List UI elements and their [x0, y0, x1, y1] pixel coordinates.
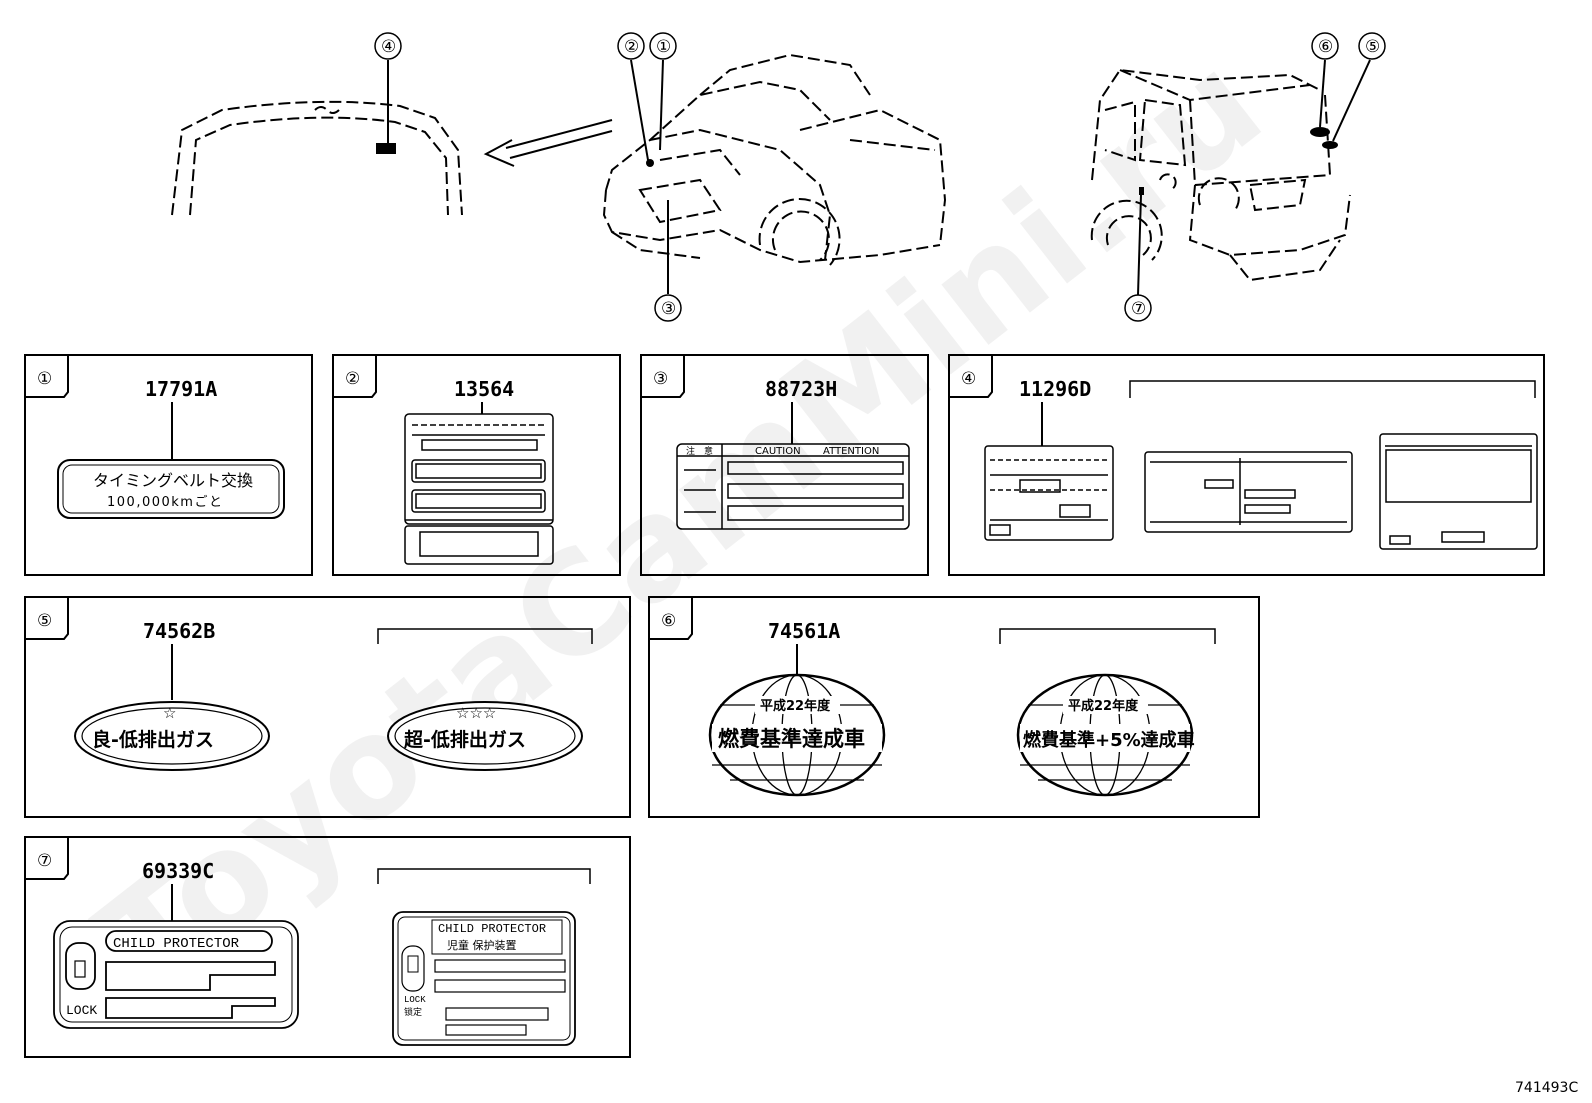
panel-3-part-number: 88723H — [765, 377, 837, 401]
rear-label-marker-5 — [1322, 141, 1338, 149]
panel-2-part-number: 13564 — [454, 377, 514, 401]
low-emission-label-a — [74, 701, 270, 771]
panel-7: ⑦ 69339C CHILD PROTECTOR LOCK CHILD PROT — [24, 836, 631, 1058]
child-protector-label-b-subtitle: 児童 保护装置 — [447, 938, 517, 952]
panel-1-index: ① — [37, 369, 52, 389]
variant-bracket-7 — [377, 868, 591, 884]
low-emission-label-b-stars: ☆☆☆ — [456, 704, 496, 722]
child-protector-label-b — [392, 911, 576, 1046]
drawing-id: 741493C — [1515, 1080, 1578, 1096]
timing-belt-label — [57, 459, 285, 519]
panel-7-index: ⑦ — [37, 851, 52, 871]
callout-7-top: ⑦ — [1131, 299, 1146, 319]
timing-belt-label-line2: 100,000kmごと — [107, 494, 223, 510]
low-emission-label-a-text: 良-低排出ガス — [92, 728, 214, 751]
front-car-illustration — [602, 53, 947, 266]
child-protector-label-a-title: CHILD PROTECTOR — [113, 936, 240, 952]
panel-4: ④ 11296D — [948, 354, 1545, 576]
variant-bracket-4 — [1129, 380, 1536, 398]
fuel-economy-label-a-year: 平成22年度 — [760, 698, 831, 714]
child-protector-label-a — [53, 920, 299, 1029]
hood-underside-illustration — [171, 100, 463, 216]
panel-5-index: ⑤ — [37, 611, 52, 631]
door-label-marker-7 — [1139, 187, 1144, 195]
child-protector-label-b-title: CHILD PROTECTOR — [438, 922, 546, 936]
callout-4-top: ④ — [381, 37, 396, 57]
timing-belt-label-line1: タイミングベルト交換 — [93, 471, 253, 490]
fuel-economy-label-b-text: 燃費基準+5%達成車 — [1023, 729, 1195, 751]
maintenance-label-c — [1379, 433, 1538, 550]
engine-emission-label — [404, 413, 554, 565]
low-emission-label-a-stars: ☆ — [163, 704, 176, 722]
panel-4-index: ④ — [961, 369, 976, 389]
panel-6: ⑥ 74561A 平成22年度 燃費基準達成車 — [648, 596, 1260, 818]
panel-4-part-number: 11296D — [1019, 377, 1091, 401]
panel-7-part-number: 69339C — [142, 859, 214, 883]
panel-6-index: ⑥ — [661, 611, 676, 631]
watermark: ToyotaCamMini.ru — [71, 23, 1292, 1027]
caution-label — [676, 443, 910, 530]
callout-2-top: ② — [624, 37, 639, 57]
maintenance-label-a — [984, 445, 1114, 541]
child-protector-label-b-lock: LOCK — [404, 995, 426, 1005]
child-protector-label-b-lock-jp: 锁定 — [404, 1006, 422, 1018]
callout-5-top: ⑤ — [1365, 37, 1380, 57]
hood-label-marker — [376, 143, 396, 154]
panel-1-part-number: 17791A — [145, 377, 217, 401]
fuel-economy-globe-label-a — [708, 673, 886, 797]
low-emission-label-b — [387, 701, 583, 771]
panel-3-index: ③ — [653, 369, 668, 389]
fuel-economy-globe-label-b — [1016, 673, 1194, 797]
child-protector-label-a-lock: LOCK — [66, 1003, 97, 1018]
low-emission-label-b-text: 超-低排出ガス — [403, 728, 526, 751]
panel-1: ① 17791A タイミングベルト交換 100,000kmごと — [24, 354, 313, 576]
callout-3-top: ③ — [661, 299, 676, 319]
panel-5: ⑤ 74562B ☆ 良-低排出ガス ☆☆☆ 超-低排出ガス — [24, 596, 631, 818]
panel-2-index: ② — [345, 369, 360, 389]
fuel-economy-label-b-year: 平成22年度 — [1068, 698, 1139, 714]
panel-3: ③ 88723H 注 意 CAUTION ATTENTION — [640, 354, 929, 576]
callout-6-top: ⑥ — [1318, 37, 1333, 57]
panel-2: ② 13564 — [332, 354, 621, 576]
rear-label-marker-6 — [1310, 127, 1330, 137]
panel-5-part-number: 74562B — [143, 619, 215, 643]
caution-label-col-attention: ATTENTION — [823, 446, 879, 457]
fuel-economy-label-a-text: 燃費基準達成車 — [718, 727, 865, 751]
maintenance-label-b — [1144, 451, 1353, 533]
variant-bracket-6 — [999, 628, 1216, 644]
callout-1-top: ① — [656, 37, 671, 57]
variant-bracket-5 — [377, 628, 593, 644]
engine-label-marker-2 — [646, 159, 654, 167]
panel-6-part-number: 74561A — [768, 619, 840, 643]
direction-arrow — [483, 119, 613, 167]
caution-label-col-caution: CAUTION — [755, 446, 801, 457]
caution-label-col-jp: 注 意 — [686, 445, 713, 457]
